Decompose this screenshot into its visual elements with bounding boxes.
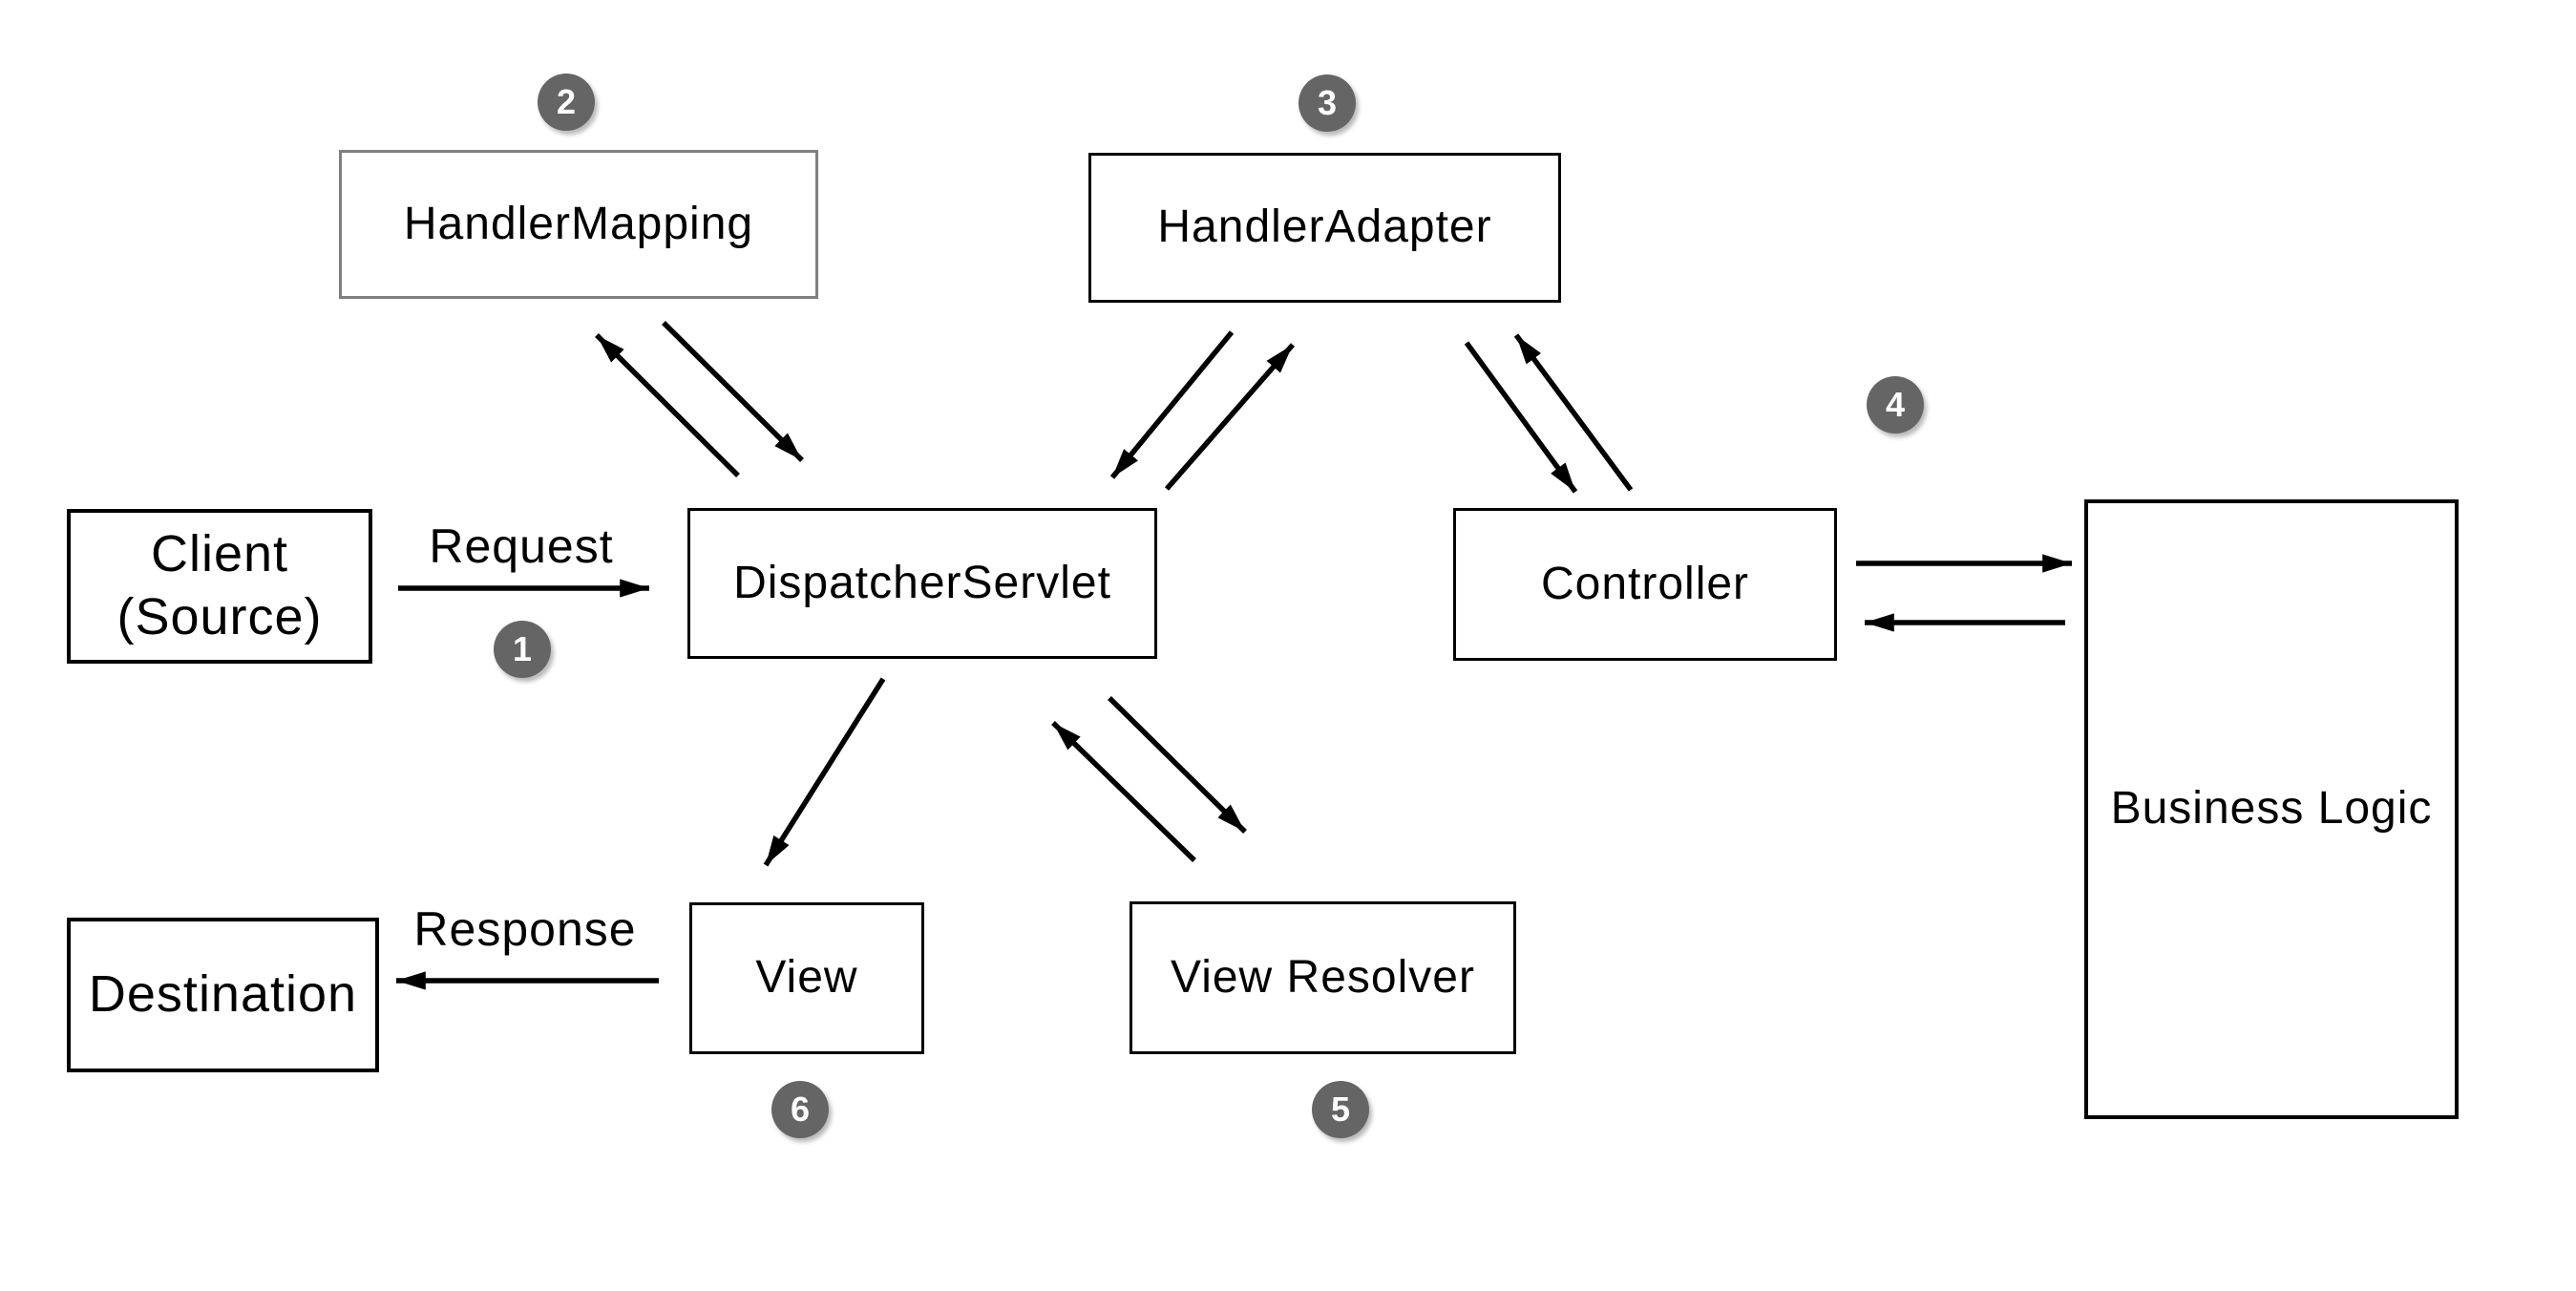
box-controller-label: Controller xyxy=(1540,558,1750,609)
arrow-mapping-to-dispatcher xyxy=(662,321,804,462)
box-business-logic: Business Logic xyxy=(2084,499,2459,1119)
step-badge-2: 2 xyxy=(538,74,595,131)
box-destination: Destination xyxy=(67,918,379,1072)
box-client-label: Client xyxy=(150,525,289,583)
box-business-logic-label: Business Logic xyxy=(2110,783,2433,835)
arrow-adapter-to-dispatcher xyxy=(1109,330,1235,479)
arrow-dispatcher-to-resolver xyxy=(1108,696,1247,834)
arrow-adapter-to-controller xyxy=(1464,341,1578,494)
response-label: Response xyxy=(413,902,637,956)
step-badge-1: 1 xyxy=(494,621,551,678)
arrow-dispatcher-to-view xyxy=(763,677,886,867)
box-handler-adapter: HandlerAdapter xyxy=(1088,153,1561,303)
box-view: View xyxy=(689,902,924,1054)
box-view-label: View xyxy=(755,952,858,1004)
box-handler-adapter-label: HandlerAdapter xyxy=(1157,201,1492,253)
arrow-dispatcher-to-mapping xyxy=(595,333,740,477)
box-dispatcher-servlet-label: DispatcherServlet xyxy=(733,557,1111,608)
step-badge-5: 5 xyxy=(1312,1081,1369,1138)
box-client: Client(Source) xyxy=(67,509,372,664)
box-client-label: (Source) xyxy=(116,588,323,646)
arrow-resolver-to-dispatcher xyxy=(1051,721,1196,862)
step-badge-3: 3 xyxy=(1299,74,1356,132)
box-destination-label: Destination xyxy=(88,965,358,1024)
box-handler-mapping-label: HandlerMapping xyxy=(403,198,754,249)
box-view-resolver-label: View Resolver xyxy=(1171,951,1475,1003)
request-label: Request xyxy=(429,519,614,573)
step-badge-4: 4 xyxy=(1867,376,1924,434)
box-handler-mapping: HandlerMapping xyxy=(339,150,818,299)
step-badge-6: 6 xyxy=(771,1081,829,1138)
box-dispatcher-servlet: DispatcherServlet xyxy=(687,508,1157,659)
box-view-resolver: View Resolver xyxy=(1130,901,1516,1054)
box-controller: Controller xyxy=(1453,508,1837,661)
arrow-dispatcher-to-adapter xyxy=(1164,343,1296,491)
arrow-controller-to-adapter xyxy=(1513,333,1634,492)
